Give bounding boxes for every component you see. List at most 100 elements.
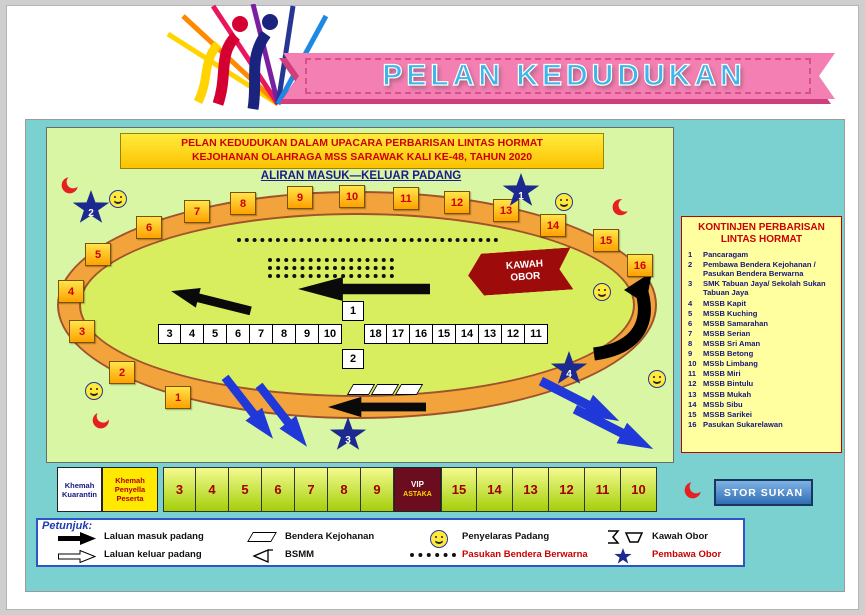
kontinjen-item-label: MSSB Samarahan [703, 318, 768, 328]
coordinator-smiley-icon [109, 190, 127, 208]
center-cell: 7 [250, 324, 273, 344]
diagram-title-line2: KEJOHANAN OLAHRAGA MSS SARAWAK KALI KE-4… [191, 151, 533, 163]
khemah-penyella-box: Khemah Penyella Peserta [102, 467, 158, 512]
stor-sukan-label: STOR SUKAN [723, 486, 804, 499]
vip-astaka-box: VIP ASTAKA [394, 467, 441, 512]
center-cell: 6 [227, 324, 250, 344]
kontinjen-item-label: MSSb Limbang [703, 359, 758, 369]
track-position-box: 3 [69, 320, 95, 343]
kontinjen-item: 15 MSSB Sarikei [688, 410, 835, 419]
stand-box: 8 [328, 467, 361, 512]
kontinjen-item-number: 6 [688, 318, 693, 328]
flag-team-dots [268, 258, 394, 262]
kontinjen-item-number: 11 [688, 369, 697, 379]
center-cell: 10 [319, 324, 342, 344]
crescent-icon [684, 482, 701, 499]
track-position-box: 13 [493, 199, 519, 222]
bsmm-flag-icon [252, 549, 273, 563]
track-position-box: 14 [540, 214, 566, 237]
kontinjen-item-label: MSSB Sarikei [703, 409, 752, 419]
center-cell: 8 [273, 324, 296, 344]
legend-label: Pasukan Bendera Berwarna [462, 549, 588, 560]
stand-row-left: 3 4 5 6 7 8 9 [163, 467, 394, 512]
legend-label: Penyelaras Padang [462, 531, 550, 542]
kontinjen-title: KONTINJEN PERBARISAN LINTAS HORMAT [688, 222, 835, 246]
khemah-kuarantin-label: Khemah Kuarantin [61, 480, 97, 499]
kontinjen-item-number: 14 [688, 399, 697, 409]
kontinjen-item: 4 MSSB Kapit [688, 299, 835, 308]
center-row-left: 3 4 5 6 7 8 9 10 [158, 324, 342, 344]
center-cell: 16 [410, 324, 433, 344]
center-cell: 13 [479, 324, 502, 344]
track-position-box: 9 [287, 186, 313, 209]
stand-box: 11 [585, 467, 621, 512]
kontinjen-item-number: 4 [688, 298, 693, 308]
stand-box: 9 [361, 467, 394, 512]
legend-label: Laluan masuk padang [104, 531, 204, 542]
legend-label: Laluan keluar padang [104, 549, 202, 560]
stor-sukan-box: STOR SUKAN [714, 479, 813, 506]
center-cell: 15 [433, 324, 456, 344]
kontinjen-item-number: 5 [688, 308, 693, 318]
kontinjen-item: 6 MSSB Samarahan [688, 319, 835, 328]
kontinjen-item-number: 8 [688, 338, 693, 348]
kontinjen-item-number: 16 [688, 419, 697, 429]
center-box-1: 1 [342, 301, 364, 321]
track-position-box: 11 [393, 187, 419, 210]
stand-box: 5 [229, 467, 262, 512]
smiley-legend-icon [430, 530, 448, 548]
center-cell: 14 [456, 324, 479, 344]
kontinjen-item: 5 MSSB Kuching [688, 309, 835, 318]
flag-team-dots [268, 274, 394, 278]
curved-entry-arrow-icon [592, 272, 652, 361]
stand-box: 4 [196, 467, 229, 512]
stand-box: 12 [549, 467, 585, 512]
track-position-box: 6 [136, 216, 162, 239]
kontinjen-item: 9 MSSB Betong [688, 349, 835, 358]
kontinjen-item-number: 15 [688, 409, 697, 419]
kawah-obor-marker: KAWAH OBOR [467, 247, 574, 296]
stand-row-right: 15 14 13 12 11 10 [441, 467, 657, 512]
stand-box: 15 [441, 467, 477, 512]
legend-heading: Petunjuk: [42, 520, 93, 532]
diagram-subtitle: ALIRAN MASUK—KELUAR PADANG [260, 170, 462, 182]
flag-team-dots [402, 238, 498, 242]
center-cell: 3 [158, 324, 181, 344]
kontinjen-item-label: MSSb Sibu [703, 399, 743, 409]
kontinjen-item: 14 MSSb Sibu [688, 400, 835, 409]
flag-team-dots [268, 266, 394, 270]
khemah-kuarantin-box: Khemah Kuarantin [57, 467, 102, 512]
title-ribbon: PELAN KEDUDUKAN [283, 53, 835, 99]
track-position-box: 4 [58, 280, 84, 303]
kontinjen-item-label: MSSB Kapit [703, 298, 747, 308]
khemah-penyella-label: Khemah Penyella Peserta [114, 476, 146, 503]
kontinjen-item: 2 Pembawa Bendera Kejohanan / Pasukan Ben… [688, 260, 835, 278]
colour-flag-team-dots-icon [410, 553, 456, 557]
kontinjen-title-line2: LINTAS HORMAT [720, 234, 803, 245]
runners-graphic [166, 4, 329, 110]
center-cell: 18 [364, 324, 387, 344]
kawah-obor-legend-icon [608, 530, 644, 544]
legend-box [36, 518, 745, 567]
kontinjen-item-number: 1 [688, 250, 693, 259]
center-cell: 17 [387, 324, 410, 344]
stand-box: 7 [295, 467, 328, 512]
kontinjen-item-number: 9 [688, 349, 693, 359]
kontinjen-item-label: MSSB Kuching [703, 308, 758, 318]
center-cell: 4 [181, 324, 204, 344]
kontinjen-item-label: MSSB Sri Aman [703, 338, 761, 348]
vip-label: VIP [411, 479, 424, 489]
kontinjen-item-label: MSSB Betong [703, 349, 754, 359]
kontinjen-item-number: 2 [688, 260, 693, 270]
kontinjen-item-label: Pembawa Bendera Kejohanan / Pasukan Bend… [703, 260, 816, 279]
ribbon-dashed-border [305, 58, 811, 94]
center-cell: 5 [204, 324, 227, 344]
track-position-box: 12 [444, 191, 470, 214]
track-position-box: 10 [339, 185, 365, 208]
kontinjen-item-number: 13 [688, 389, 697, 399]
